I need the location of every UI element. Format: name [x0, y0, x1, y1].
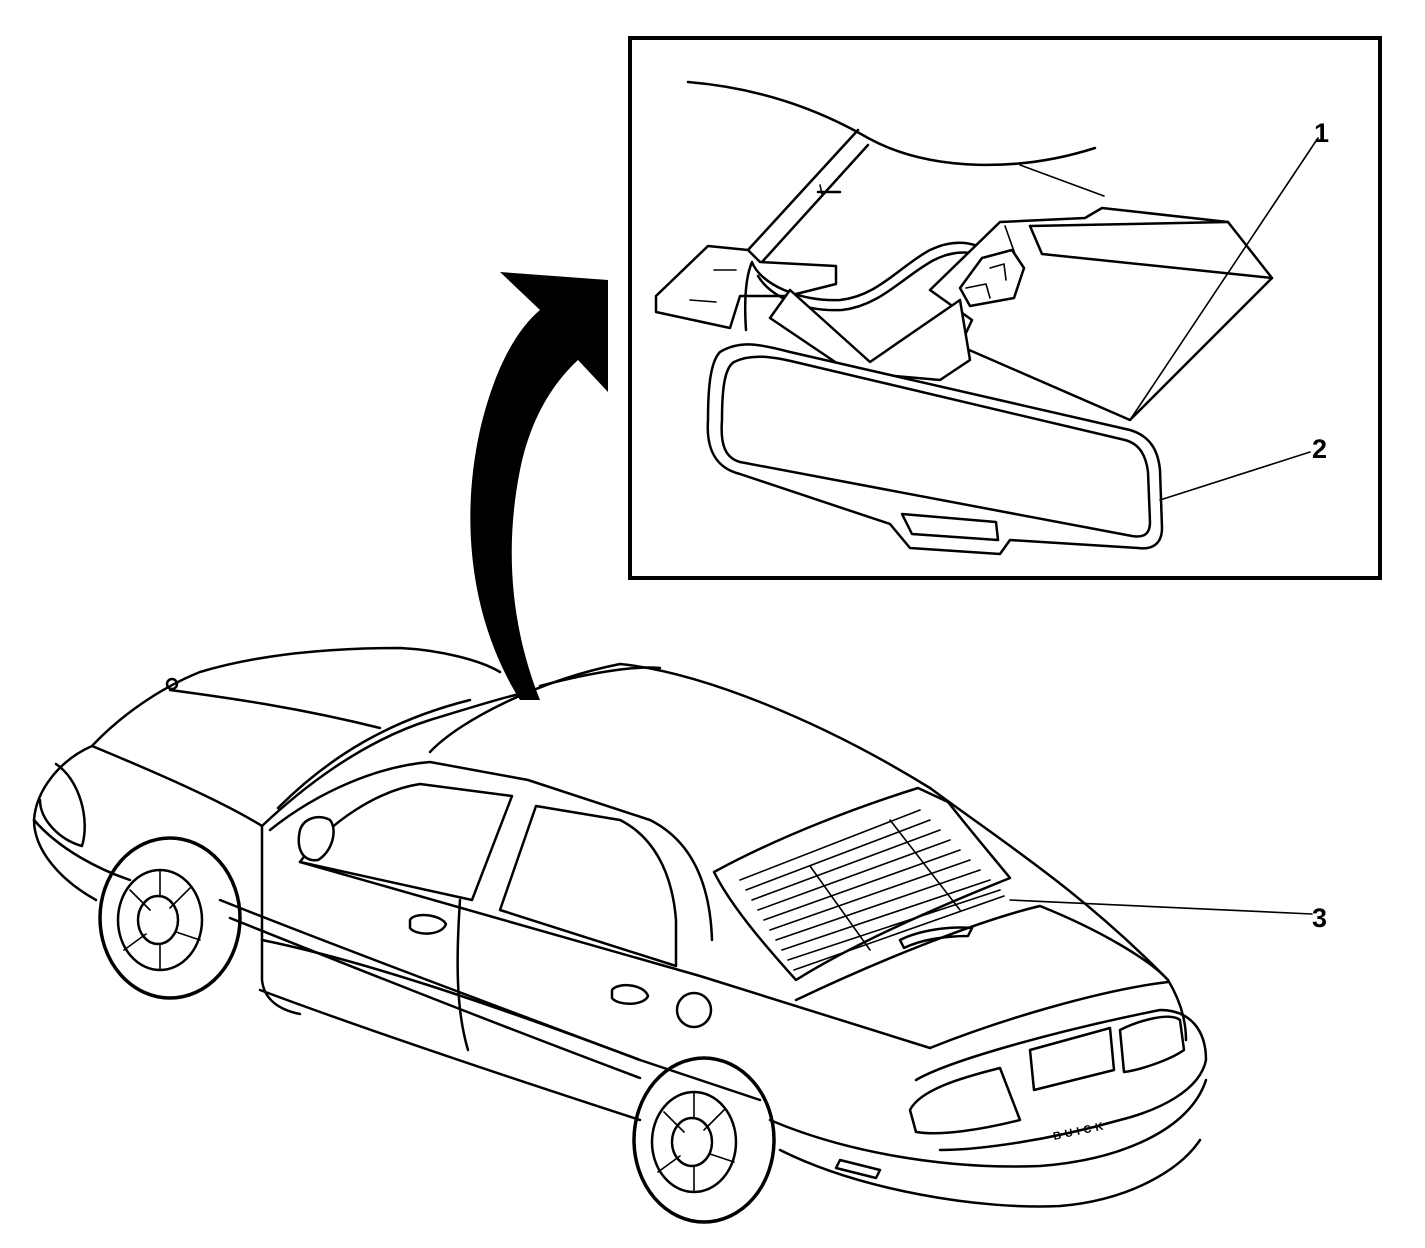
- door-frame-top: [268, 760, 714, 942]
- door-split: [456, 898, 470, 1052]
- callout-3-label: 3: [1312, 903, 1327, 933]
- inset-mirror-detail: 1 2: [628, 36, 1382, 580]
- headliner-edge: [1019, 164, 1105, 197]
- tail-lamp-left: [908, 1066, 1022, 1135]
- wire-connector: [958, 248, 1026, 308]
- vehicle-illustration: BUICK 3: [32, 646, 1327, 1224]
- rear-bumper: [768, 1078, 1208, 1168]
- rocker-panel: [258, 988, 642, 1122]
- trunk-lid: [794, 904, 1170, 1002]
- windshield: [260, 692, 522, 828]
- front-fascia: [32, 744, 98, 902]
- side-molding-upper: [218, 898, 762, 1102]
- mirror-switch: [900, 512, 1000, 542]
- housing-top-edge: [1028, 220, 1230, 228]
- roof: [428, 662, 932, 790]
- body-crease: [260, 938, 642, 1062]
- front-hub: [136, 894, 180, 946]
- rear-tire: [632, 1056, 776, 1224]
- license-plate: [1028, 1026, 1116, 1092]
- roof-edge: [538, 666, 662, 688]
- leader-3: [1009, 899, 1313, 915]
- rear-valance: [778, 1138, 1202, 1208]
- c-pillar-line: [928, 786, 1188, 1042]
- tail-lamp-right: [1118, 1015, 1186, 1074]
- trunk-edge: [928, 980, 1170, 1050]
- fuel-door: [675, 991, 713, 1029]
- front-tire: [98, 836, 242, 1000]
- beltline: [298, 860, 932, 1050]
- mirror-glass: [720, 355, 1152, 538]
- rear-wheel: [632, 1056, 776, 1224]
- front-rim-spokes: [123, 869, 201, 971]
- rear-rim-spokes: [657, 1091, 735, 1193]
- connector-detail: [965, 283, 991, 299]
- leader-2: [1159, 451, 1311, 501]
- strip-tick: [819, 184, 823, 195]
- front-bumper: [32, 818, 132, 882]
- reflector: [834, 1158, 882, 1180]
- headliner-outline: [686, 80, 1097, 167]
- housing-face-edge: [1028, 224, 1274, 280]
- rear-hub: [670, 1116, 714, 1168]
- rear-door-handle: [610, 983, 650, 1005]
- detail-pointer-arrow: [470, 272, 608, 700]
- mirror-wire: [744, 241, 1002, 332]
- headlamp: [38, 762, 86, 848]
- rear-window: [712, 786, 1012, 982]
- hood-crease: [168, 688, 382, 730]
- callout-1-label: 1: [1314, 118, 1329, 148]
- leader-1: [1129, 137, 1319, 421]
- side-mirror: [297, 816, 335, 862]
- hood-ornament: [165, 677, 179, 691]
- front-door-handle: [408, 913, 448, 935]
- callout-2-label: 2: [1312, 434, 1327, 464]
- side-molding-lower: [228, 916, 642, 1080]
- fender-line: [90, 744, 264, 828]
- connector-detail-2: [989, 263, 1007, 281]
- windshield-inner: [276, 698, 472, 810]
- rear-defogger-grid: [739, 809, 1005, 971]
- rear-door-window: [498, 804, 678, 968]
- rear-fascia: [914, 1008, 1208, 1152]
- front-door-edge: [260, 824, 302, 1016]
- front-wheel: [98, 836, 242, 1000]
- hood: [90, 646, 502, 748]
- bracket-detail: [689, 299, 717, 303]
- mirror-body: [706, 343, 1164, 556]
- high-mount-stoplamp: [898, 926, 974, 950]
- trunk-badge: BUICK: [1052, 1120, 1108, 1143]
